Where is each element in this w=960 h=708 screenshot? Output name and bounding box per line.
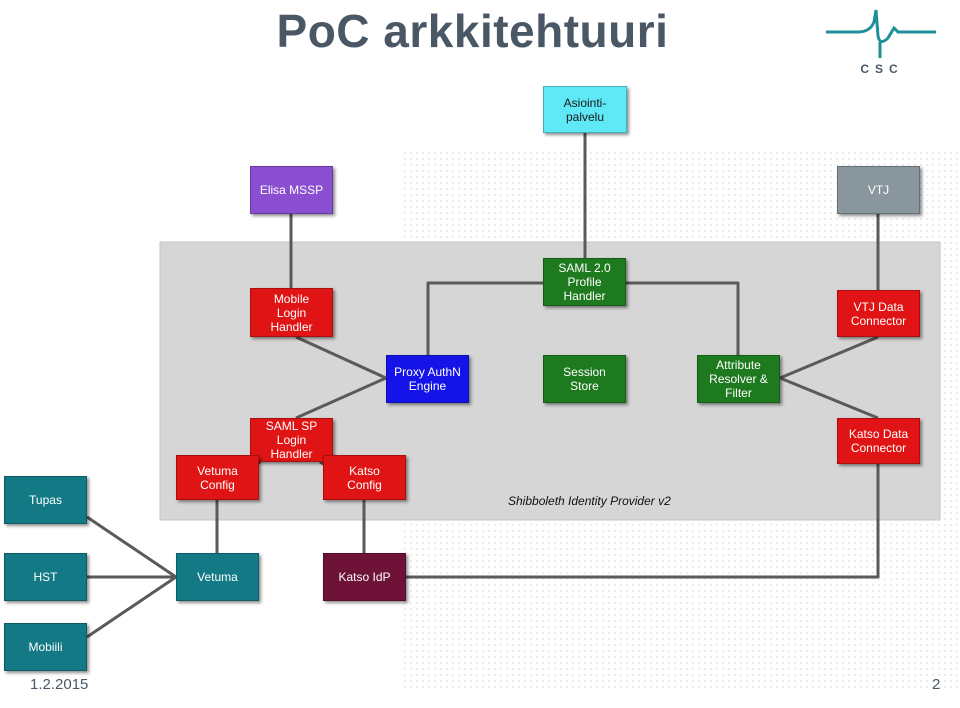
connector-katsodata-katsoidp: [406, 464, 880, 579]
box-tupas: Tupas: [4, 476, 87, 524]
box-vtj: VTJ: [837, 166, 920, 214]
connector-mobile-proxy: [295, 335, 387, 380]
connector-mobiili-vetuma: [86, 575, 177, 639]
connector-katsodata-attr: [779, 376, 879, 420]
logo-wave: [826, 9, 936, 43]
logo-text: CSC: [860, 62, 903, 76]
box-vetuma: Vetuma: [176, 553, 259, 601]
page-number: 2: [932, 676, 941, 693]
connector-saml2-proxy: [426, 281, 545, 355]
box-hst: HST: [4, 553, 87, 601]
connector-samlsp-proxy: [295, 376, 387, 420]
csc-logo: CSC: [826, 9, 936, 76]
box-elisa-mssp: Elisa MSSP: [250, 166, 333, 214]
box-mobiili: Mobiili: [4, 623, 87, 671]
connector-vtjdata-attr: [779, 335, 879, 380]
connector-saml2-attr: [626, 281, 740, 355]
box-katso-idp: Katso IdP: [323, 553, 406, 601]
box-asiointipalvelu: Asiointi-palvelu: [543, 86, 627, 133]
idp-container-label: Shibboleth Identity Provider v2: [508, 494, 671, 508]
footer-date: 1.2.2015: [30, 676, 89, 693]
slide-title: PoC arkkitehtuuri: [276, 5, 669, 57]
connector-tupas-vetuma: [86, 515, 177, 579]
